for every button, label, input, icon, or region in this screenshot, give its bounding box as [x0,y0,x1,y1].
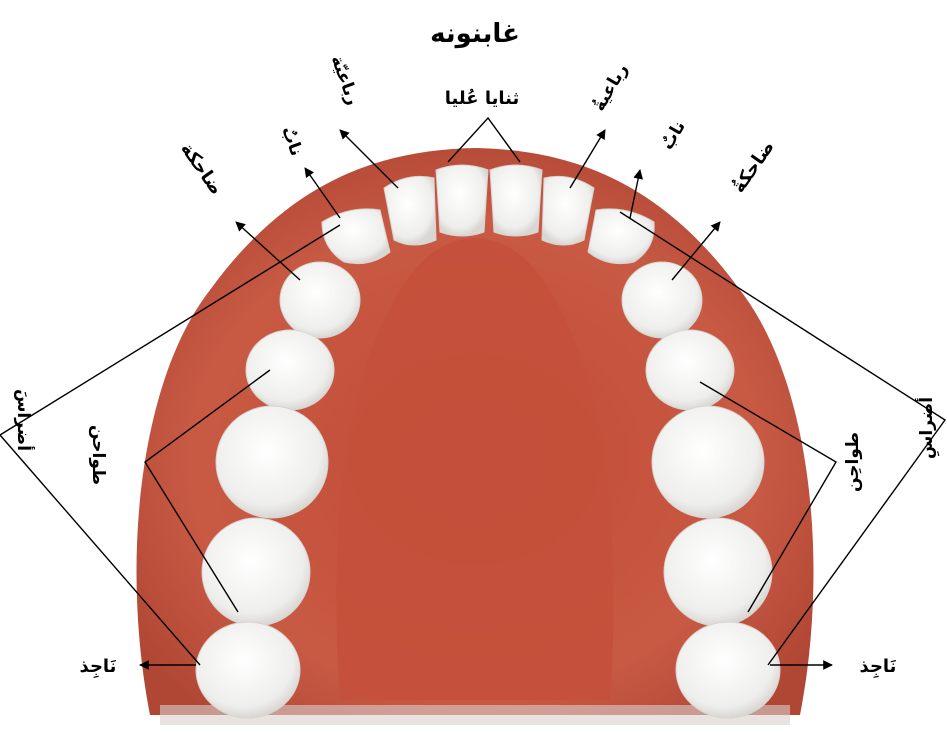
label-lateral-incisor-right: رباعيةُ [589,60,632,115]
label-wisdom-left: نَاجِذ [80,656,117,679]
label-lateral-incisor-left: رباعيّة [327,53,363,108]
premolar-right-2 [646,330,734,410]
diagram-title: غابنونه [430,19,520,49]
label-molars-right: أضراسِ [915,397,940,459]
premolar-left-2 [246,330,334,410]
molar-left-3 [196,622,300,718]
label-molars-left: أضراسَ [13,389,35,451]
label-upper-incisors: ثنايا عُليا [445,87,519,109]
label-grinders-left: طواحن [88,425,108,485]
central-incisor-right [490,165,542,236]
label-canine-left: نابٌ [277,124,306,159]
molar-right-2 [664,518,772,626]
label-canine-right: نابٌ [658,118,690,154]
label-wisdom-right: نَاجِذ [860,656,897,679]
molar-right-1 [652,406,764,518]
label-premolar-left: ضاحكة [176,139,227,199]
premolar-right-1 [622,262,702,338]
label-premolar-right: ضاحكةُ [728,137,779,197]
label-grinders-right: طواحِن [843,432,863,492]
central-incisor-left [436,165,488,236]
molar-left-2 [202,518,310,626]
molar-left-1 [216,406,328,518]
molar-right-3 [676,622,780,718]
